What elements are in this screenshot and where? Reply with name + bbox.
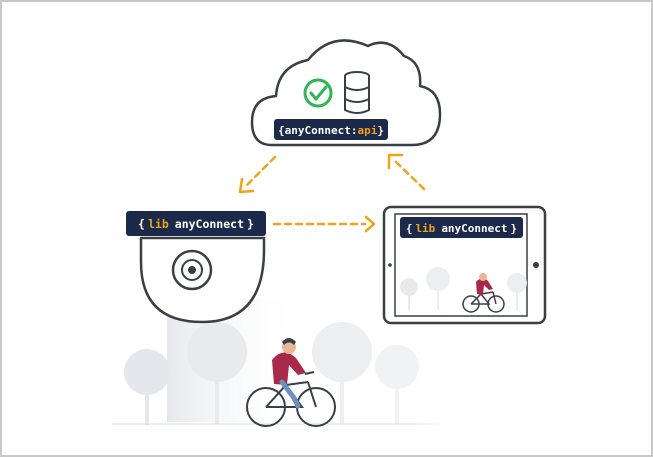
api-label: {anyConnect:api} [274,119,388,140]
arrow-cloud-to-camera [242,155,277,190]
tablet-cyclist [462,273,505,313]
tablet-node: {lib anyConnect} [382,205,547,325]
arrowhead-cloud [387,153,404,170]
tree [124,349,170,425]
tablet-label-brace-close: } [511,222,518,235]
tablet-label-brace-open: { [406,222,413,235]
camera-label-accent: lib [148,217,169,231]
tablet-home-button [533,262,539,268]
background-scene [112,290,452,432]
camera-node: {lib anyConnect} [126,211,266,324]
cyclist-illustration [246,338,336,427]
database-icon [344,71,370,114]
camera-label-brace-close: } [247,217,254,231]
tablet-label-accent: lib [415,222,435,235]
checkmark-icon [303,78,333,108]
api-label-prefix: anyConnect: [285,124,358,137]
cloud-api-node: {anyConnect:api} [250,39,442,147]
arrows [242,155,426,226]
arrow-tablet-to-cloud [392,158,426,191]
tree [187,322,247,424]
camera-lens [171,249,213,291]
arrowhead-tablet [364,215,376,233]
svg-text:{anyConnect:api}: {anyConnect:api} [278,124,384,137]
api-label-brace-close: } [377,124,384,137]
tablet-camera-dot [388,263,392,267]
arrowheads [238,153,404,233]
camera-label-brace-open: { [138,217,145,231]
camera-lib-label: {lib anyConnect} [126,211,266,236]
api-label-brace-open: { [278,124,285,137]
api-label-accent: api [357,124,377,137]
camera-label-text: anyConnect [175,217,244,231]
tablet-scene [400,267,527,313]
arrowhead-camera [238,177,255,194]
tablet-label-text: anyConnect [441,222,507,235]
tablet-lib-label: {lib anyConnect} [400,217,523,238]
